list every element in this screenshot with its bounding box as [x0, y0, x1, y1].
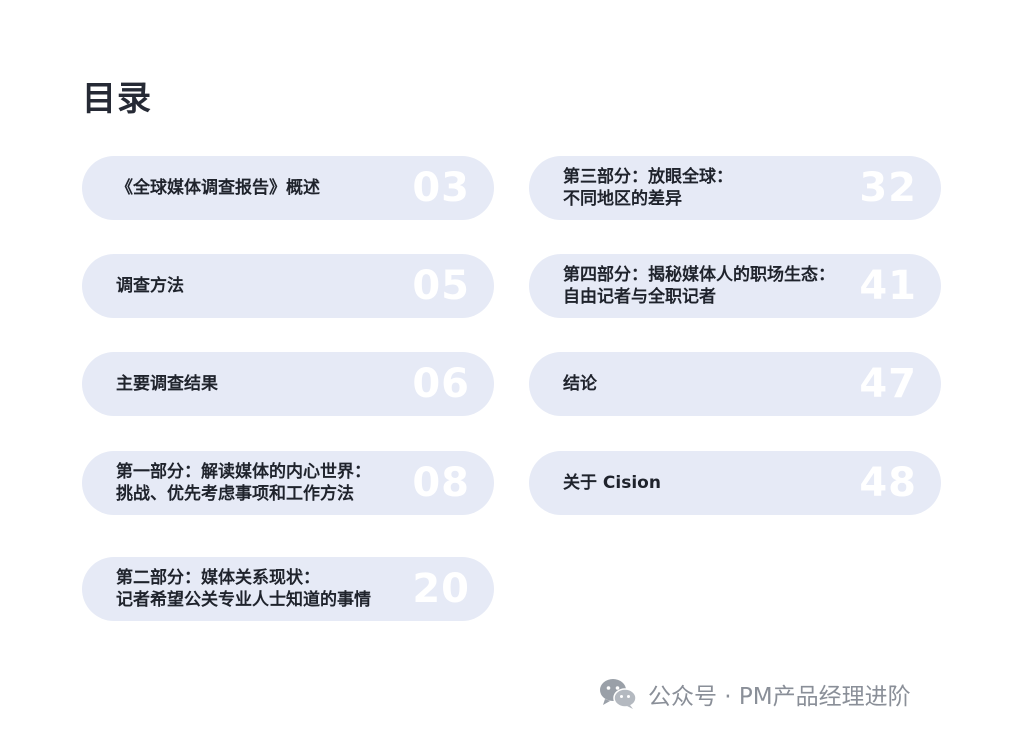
- toc-page-number: 48: [859, 460, 917, 506]
- toc-item-label: 《全球媒体调查报告》概述: [116, 178, 320, 198]
- toc-item-label: 调查方法: [116, 276, 184, 296]
- watermark-text: 公众号 · PM产品经理进阶: [648, 684, 911, 710]
- wechat-watermark: 公众号 · PM产品经理进阶: [598, 676, 911, 712]
- toc-item-methodology[interactable]: 调查方法 05: [82, 254, 494, 318]
- toc-item-key-findings[interactable]: 主要调查结果 06: [82, 352, 494, 416]
- toc-item-label: 第四部分：揭秘媒体人的职场生态： 自由记者与全职记者: [563, 265, 835, 307]
- toc-item-label: 第二部分：媒体关系现状： 记者希望公关专业人士知道的事情: [116, 568, 371, 610]
- toc-page-number: 08: [412, 460, 470, 506]
- toc-item-part-three[interactable]: 第三部分：放眼全球： 不同地区的差异 32: [529, 156, 941, 220]
- toc-item-label: 结论: [563, 374, 597, 394]
- toc-page-number: 20: [412, 566, 470, 612]
- toc-page-number: 06: [412, 361, 470, 407]
- toc-item-overview[interactable]: 《全球媒体调查报告》概述 03: [82, 156, 494, 220]
- toc-page-number: 03: [412, 165, 470, 211]
- toc-item-part-four[interactable]: 第四部分：揭秘媒体人的职场生态： 自由记者与全职记者 41: [529, 254, 941, 318]
- wechat-icon: [598, 677, 638, 711]
- toc-page-number: 05: [412, 263, 470, 309]
- toc-item-label: 第一部分：解读媒体的内心世界： 挑战、优先考虑事项和工作方法: [116, 462, 371, 504]
- toc-item-part-two[interactable]: 第二部分：媒体关系现状： 记者希望公关专业人士知道的事情 20: [82, 557, 494, 621]
- toc-item-about-cision[interactable]: 关于 Cision 48: [529, 451, 941, 515]
- toc-item-part-one[interactable]: 第一部分：解读媒体的内心世界： 挑战、优先考虑事项和工作方法 08: [82, 451, 494, 515]
- toc-item-conclusion[interactable]: 结论 47: [529, 352, 941, 416]
- toc-page-number: 47: [859, 361, 917, 407]
- toc-item-label: 关于 Cision: [563, 473, 661, 493]
- page-title: 目录: [82, 79, 152, 119]
- toc-item-label: 第三部分：放眼全球： 不同地区的差异: [563, 167, 733, 209]
- toc-page-number: 41: [859, 263, 917, 309]
- toc-item-label: 主要调查结果: [116, 374, 218, 394]
- toc-page-number: 32: [859, 165, 917, 211]
